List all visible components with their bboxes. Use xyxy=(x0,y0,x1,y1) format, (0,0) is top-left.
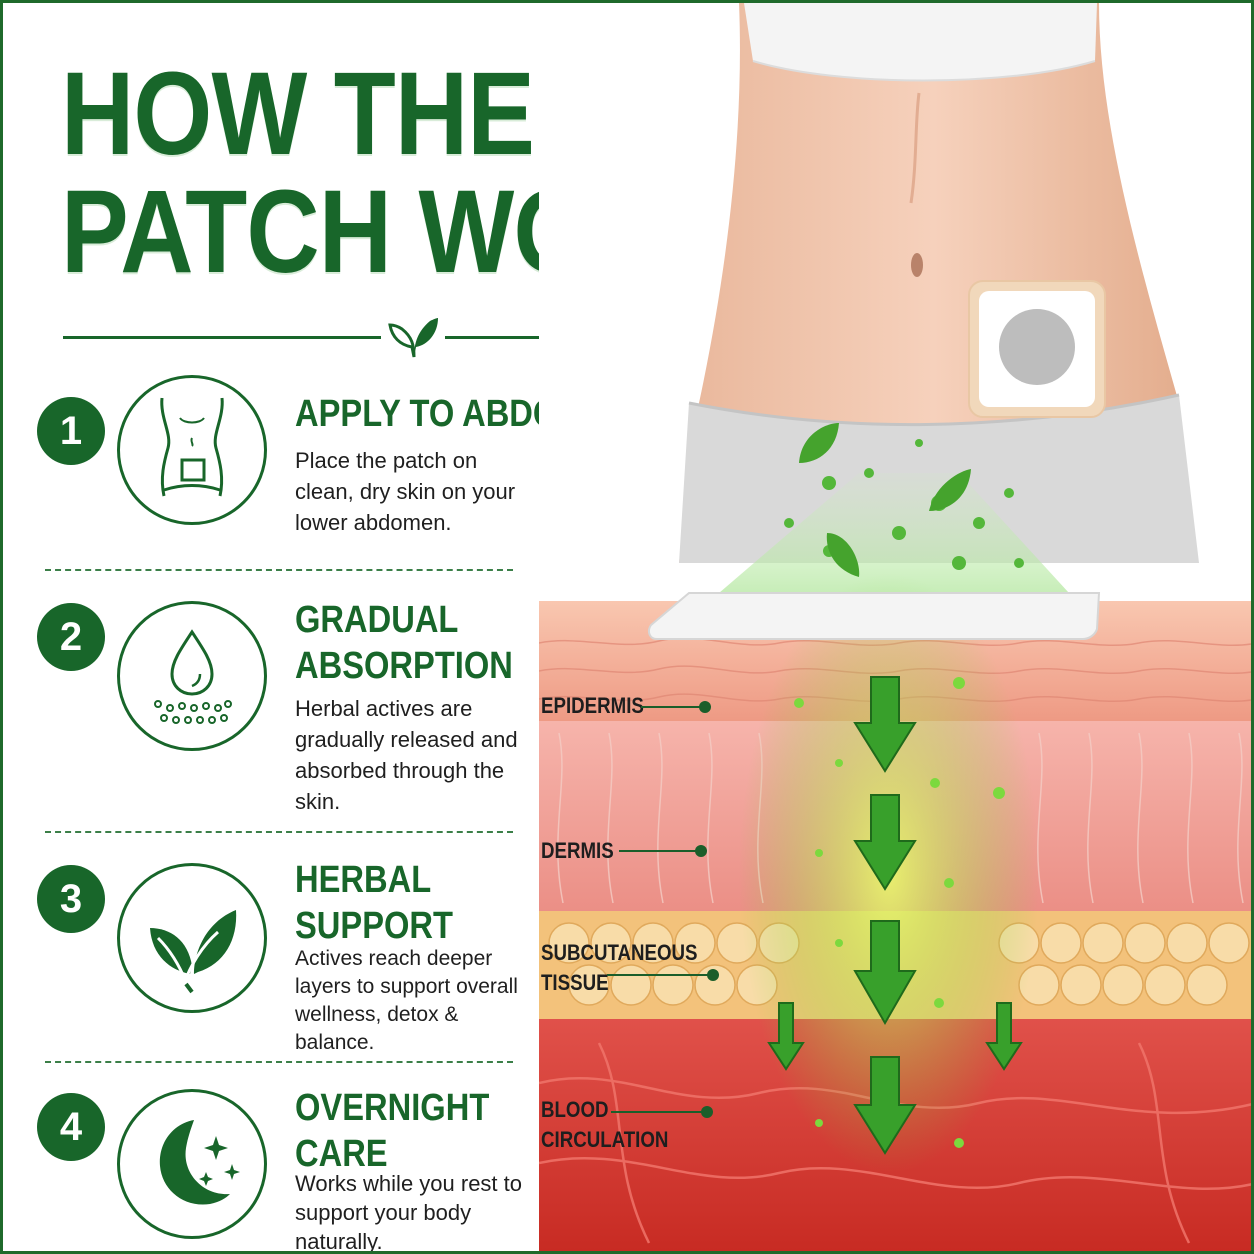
step-icon-ring xyxy=(117,1089,267,1239)
sprout-icon xyxy=(388,318,438,358)
layer-label-line: BLOOD xyxy=(541,1097,609,1122)
step-icon-ring xyxy=(117,863,267,1013)
layer-pointer-dot xyxy=(699,701,711,713)
step-heading-line: GRADUAL xyxy=(295,599,459,641)
step-divider xyxy=(45,831,513,833)
step-heading-line: ABSORPTION xyxy=(295,645,513,687)
step-heading-line: OVERNIGHT xyxy=(295,1087,490,1129)
abdomen-patch-icon xyxy=(160,397,224,497)
layer-label-epidermis: EPIDERMIS xyxy=(541,691,644,721)
step-icon-ring xyxy=(117,375,267,525)
skin-cross-section-illustration xyxy=(539,3,1251,1251)
title-line-1: HOW THE xyxy=(61,48,535,180)
step-icon-ring xyxy=(117,601,267,751)
moon-stars-icon xyxy=(159,1120,240,1205)
leaves-icon xyxy=(150,910,237,994)
step-heading: OVERNIGHT CARE xyxy=(295,1085,519,1177)
layer-label-line: EPIDERMIS xyxy=(541,693,644,718)
step-divider xyxy=(45,569,513,571)
layer-label-line: TISSUE xyxy=(541,970,609,995)
layer-pointer-dot xyxy=(701,1106,713,1118)
droplet-absorption-icon xyxy=(154,629,232,724)
layer-pointer-dot xyxy=(707,969,719,981)
layer-label-line: DERMIS xyxy=(541,838,614,863)
step-heading: GRADUAL ABSORPTION xyxy=(295,597,519,689)
layer-pointer-line xyxy=(619,850,699,852)
layer-pointer-line xyxy=(607,974,711,976)
step-heading-line: HERBAL xyxy=(295,859,432,901)
step-heading-line: CARE xyxy=(295,1133,388,1175)
layer-pointer-line xyxy=(611,1111,705,1113)
step-heading: HERBAL SUPPORT xyxy=(295,857,519,949)
layer-label-line: CIRCULATION xyxy=(541,1127,669,1152)
step-heading-line: APPLY TO ABDOMEN xyxy=(295,393,631,435)
layer-label-line: SUBCUTANEOUS xyxy=(541,940,698,965)
step-heading-line: SUPPORT xyxy=(295,905,453,947)
layer-label-blood-circulation: BLOOD CIRCULATION xyxy=(541,1095,668,1155)
title-divider-left xyxy=(63,336,381,339)
step-description: Works while you rest to support your bod… xyxy=(295,1171,523,1254)
layer-label-dermis: DERMIS xyxy=(541,836,614,866)
step-number-badge: 3 xyxy=(37,865,105,933)
step-divider xyxy=(45,1061,513,1063)
layer-pointer-dot xyxy=(695,845,707,857)
step-description: Actives reach deeper layers to support o… xyxy=(295,947,518,1054)
layer-pointer-line xyxy=(641,706,703,708)
step-number-badge: 4 xyxy=(37,1093,105,1161)
step-number-badge: 1 xyxy=(37,397,105,465)
layer-label-subcutaneous-tissue: SUBCUTANEOUS TISSUE xyxy=(541,938,698,998)
step-heading: APPLY TO ABDOMEN xyxy=(295,391,631,437)
step-number-badge: 2 xyxy=(37,603,105,671)
illustration-panel: EPIDERMIS DERMIS SUBCUTANEOUS TISSUE BLO… xyxy=(539,3,1251,1251)
step-description: Place the patch on clean, dry skin on yo… xyxy=(295,448,516,535)
step-description: Herbal actives are gradually released an… xyxy=(295,696,518,814)
